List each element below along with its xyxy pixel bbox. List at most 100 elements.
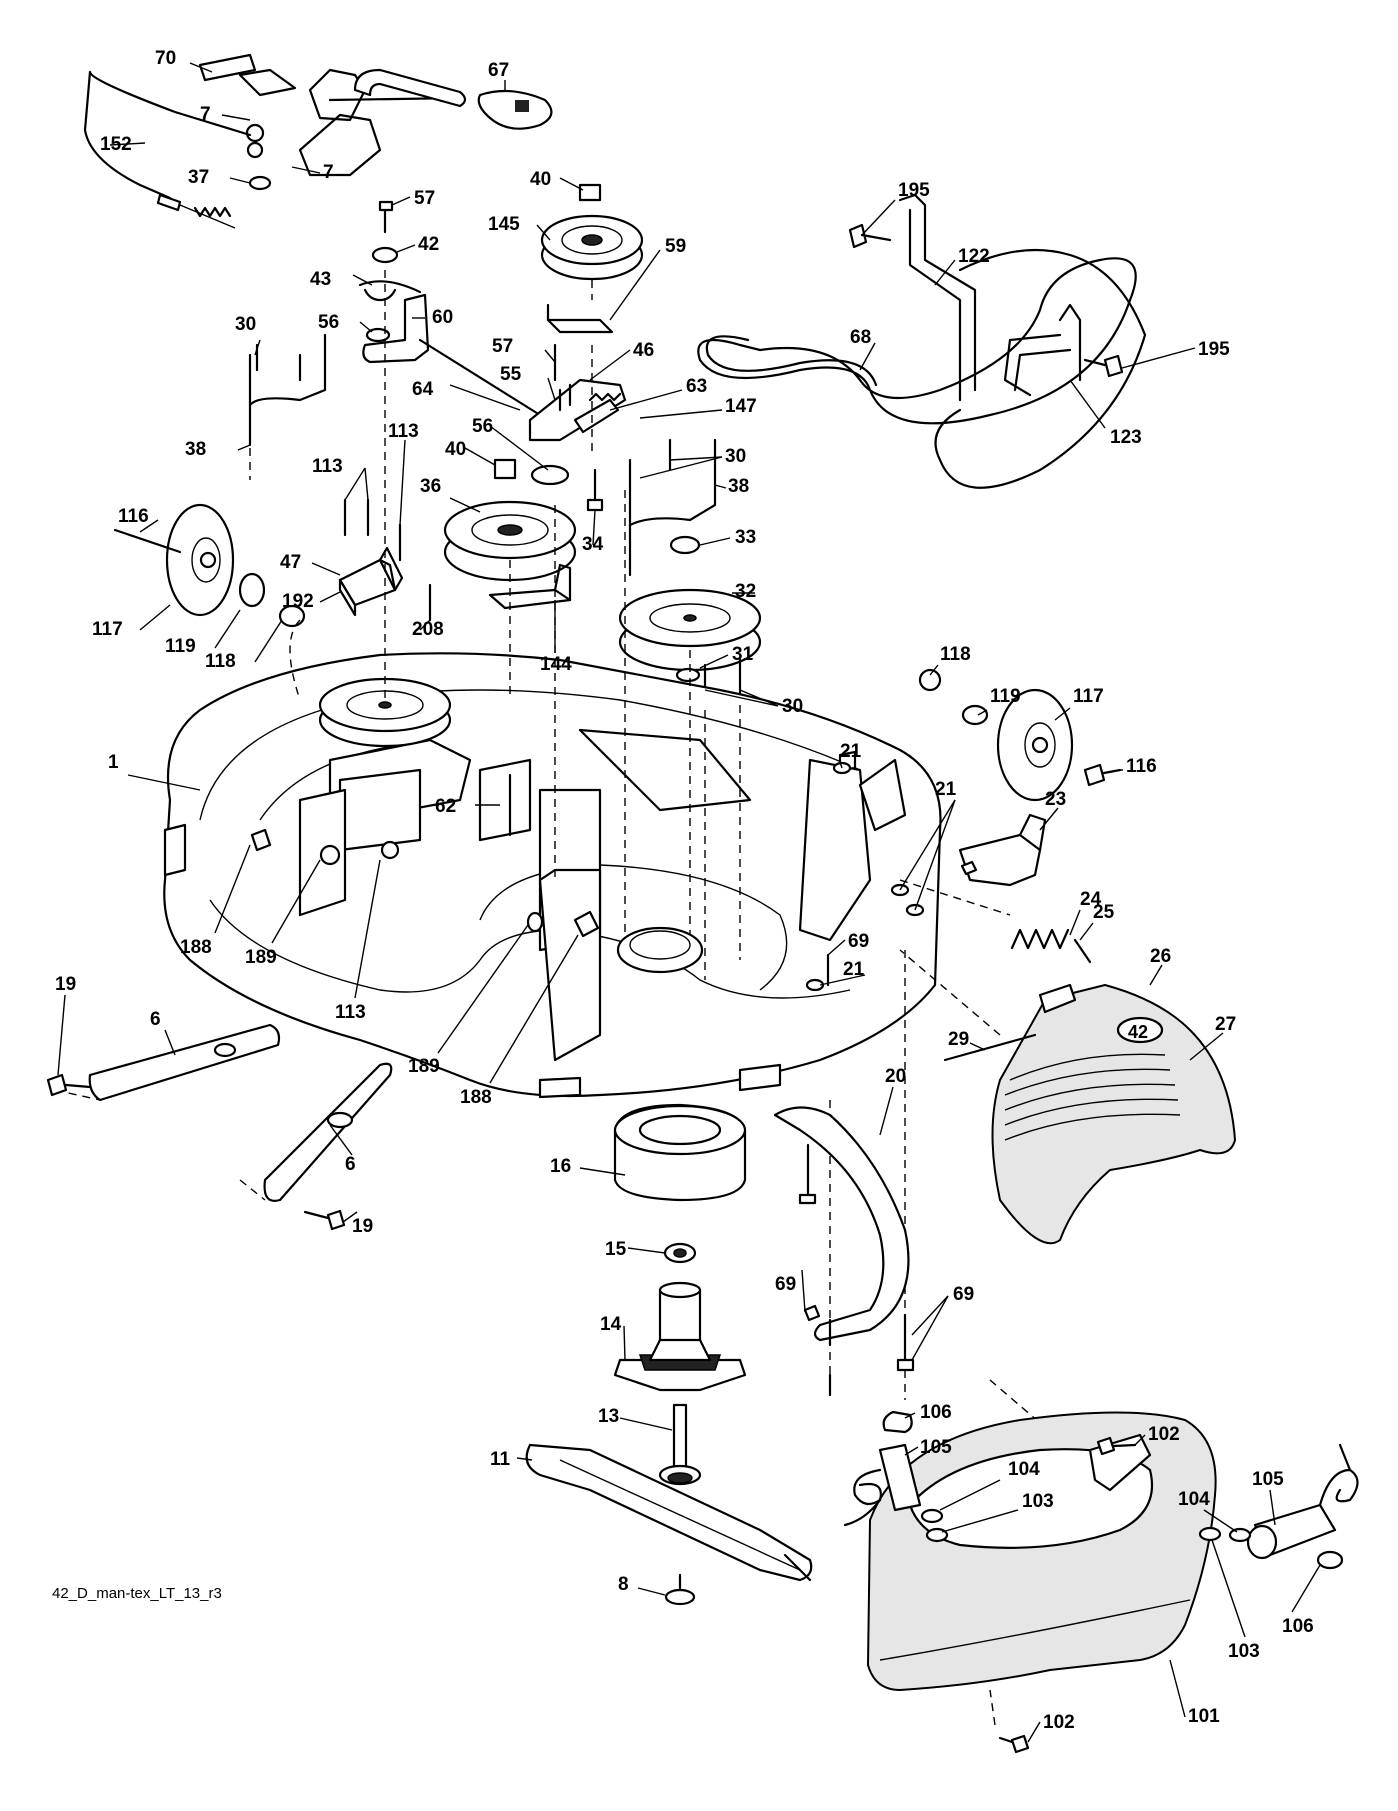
callout-56: 56 bbox=[472, 416, 493, 437]
callout-113: 113 bbox=[388, 421, 419, 442]
callout-105: 105 bbox=[920, 1437, 952, 1458]
callout-27: 27 bbox=[1215, 1014, 1236, 1035]
callout-117: 117 bbox=[1073, 686, 1104, 707]
callout-42: 42 bbox=[418, 234, 439, 255]
callout-1: 1 bbox=[108, 752, 119, 773]
callout-103: 103 bbox=[1022, 1491, 1054, 1512]
callout-118: 118 bbox=[205, 651, 236, 672]
callout-118: 118 bbox=[940, 644, 971, 665]
callout-16: 16 bbox=[550, 1156, 571, 1177]
callout-24: 24 bbox=[1080, 889, 1102, 910]
callout-68: 68 bbox=[850, 327, 871, 348]
callout-189: 189 bbox=[245, 947, 277, 968]
callout-63: 63 bbox=[686, 376, 707, 397]
callout-119: 119 bbox=[990, 686, 1021, 707]
callout-40: 40 bbox=[445, 439, 466, 460]
callout-147: 147 bbox=[725, 396, 757, 417]
callout-21: 21 bbox=[843, 959, 865, 980]
callout-116: 116 bbox=[1126, 756, 1157, 777]
callout-70: 70 bbox=[155, 48, 176, 69]
part-deflector-rod-20 bbox=[773, 1106, 915, 1397]
callout-30: 30 bbox=[782, 696, 803, 717]
part-wheel-left bbox=[113, 503, 306, 628]
part-rod-38-right bbox=[586, 438, 717, 577]
callout-55: 55 bbox=[500, 364, 522, 385]
part-idler-pulley-145 bbox=[540, 183, 644, 334]
callout-26: 26 bbox=[1150, 946, 1171, 967]
callout-69: 69 bbox=[848, 931, 869, 952]
callout-116: 116 bbox=[118, 506, 149, 527]
callout-113: 113 bbox=[335, 1002, 366, 1023]
part-belt-68 bbox=[697, 248, 1147, 489]
callout-64: 64 bbox=[412, 379, 434, 400]
callout-208: 208 bbox=[412, 619, 444, 640]
part-idler-arm-60 bbox=[358, 200, 542, 417]
part-spring-25 bbox=[1010, 928, 1092, 964]
callout-7: 7 bbox=[200, 104, 211, 125]
callout-29: 29 bbox=[948, 1029, 969, 1050]
callout-195: 195 bbox=[898, 180, 930, 201]
callout-145: 145 bbox=[488, 214, 520, 235]
callout-40: 40 bbox=[530, 169, 551, 190]
part-screws-102 bbox=[998, 1436, 1137, 1754]
callout-69: 69 bbox=[775, 1274, 796, 1295]
callout-leaders bbox=[57, 62, 1321, 1743]
callout-labels: 70 67 7 152 7 37 40 57 195 145 42 122 59… bbox=[55, 48, 1314, 1733]
callout-123: 123 bbox=[1110, 427, 1142, 448]
callout-102: 102 bbox=[1043, 1712, 1075, 1733]
part-blade-bolt-8 bbox=[664, 1573, 696, 1606]
part-strap-6-lower bbox=[263, 1062, 393, 1231]
callout-188: 188 bbox=[180, 937, 212, 958]
callout-31: 31 bbox=[732, 644, 754, 665]
part-spacer-16 bbox=[613, 1103, 747, 1202]
callout-7: 7 bbox=[323, 162, 334, 183]
part-bearing-15 bbox=[663, 1242, 697, 1264]
part-bolt-195 bbox=[848, 223, 1124, 378]
callout-101: 101 bbox=[1188, 1706, 1220, 1727]
part-handle-cap bbox=[477, 89, 553, 130]
part-discharge-chute: 42 bbox=[943, 983, 1236, 1245]
callout-113: 113 bbox=[312, 456, 343, 477]
callout-43: 43 bbox=[310, 269, 331, 290]
part-strap-6-upper bbox=[46, 1023, 281, 1102]
part-belt-guide-122 bbox=[898, 193, 977, 402]
callout-14: 14 bbox=[600, 1314, 622, 1335]
part-deck-hardware bbox=[250, 750, 925, 992]
callout-23: 23 bbox=[1045, 789, 1066, 810]
callout-106: 106 bbox=[920, 1402, 952, 1423]
part-pulley-36 bbox=[443, 458, 577, 610]
callout-38: 38 bbox=[185, 439, 206, 460]
deck-size-badge: 42 bbox=[1128, 1022, 1148, 1042]
callout-46: 46 bbox=[633, 340, 654, 361]
callout-60: 60 bbox=[432, 307, 453, 328]
part-pulley-32 bbox=[618, 535, 762, 707]
callout-106: 106 bbox=[1282, 1616, 1314, 1637]
callout-195: 195 bbox=[1198, 339, 1230, 360]
callout-57: 57 bbox=[492, 336, 513, 357]
callout-117: 117 bbox=[92, 619, 123, 640]
drawing-caption: 42_D_man-tex_LT_13_r3 bbox=[52, 1585, 222, 1602]
part-lift-lever-assembly bbox=[198, 53, 467, 177]
callout-8: 8 bbox=[618, 1574, 629, 1595]
callout-30: 30 bbox=[235, 314, 256, 335]
callout-21: 21 bbox=[935, 779, 957, 800]
callout-11: 11 bbox=[490, 1449, 511, 1470]
callout-25: 25 bbox=[1093, 902, 1115, 923]
callout-19: 19 bbox=[352, 1216, 373, 1237]
callout-192: 192 bbox=[282, 591, 314, 612]
callout-102: 102 bbox=[1148, 1424, 1180, 1445]
callout-152: 152 bbox=[100, 134, 132, 155]
part-belt-guide-123 bbox=[1003, 303, 1082, 397]
callout-67: 67 bbox=[488, 60, 509, 81]
callout-30: 30 bbox=[725, 446, 746, 467]
callout-104: 104 bbox=[1178, 1489, 1210, 1510]
part-spindle-housing-14 bbox=[613, 1281, 747, 1392]
part-wheel-right bbox=[918, 668, 1122, 802]
callout-144: 144 bbox=[540, 654, 572, 675]
callout-56: 56 bbox=[318, 312, 339, 333]
callout-103: 103 bbox=[1228, 1641, 1260, 1662]
callout-59: 59 bbox=[665, 236, 686, 257]
callout-188: 188 bbox=[460, 1087, 492, 1108]
callout-189: 189 bbox=[408, 1056, 440, 1077]
